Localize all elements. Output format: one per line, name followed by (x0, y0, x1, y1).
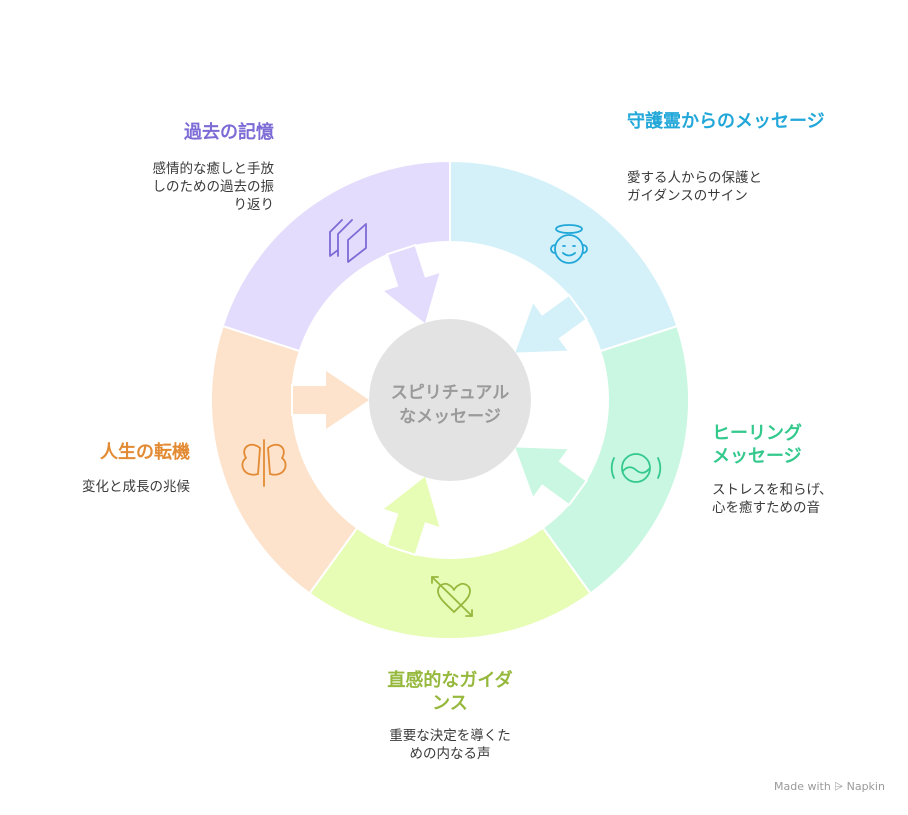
past-memories-title: 過去の記憶 (184, 122, 274, 143)
butterfly-icon (241, 439, 287, 487)
healing-messages-title-line2: メッセージ (712, 446, 802, 467)
intuitive-guidance-desc-line2: めの内なる声 (409, 746, 491, 762)
heart-arrow-icon (431, 576, 473, 617)
healing-messages-desc-line1: ストレスを和らげ、 (712, 482, 833, 498)
intuitive-guidance-title-line2: ンス (432, 693, 468, 714)
intuitive-guidance-desc-line1: 重要な決定を導くた (389, 728, 511, 744)
segment-guardian-messages (449, 159, 679, 353)
center-label-line2: なメッセージ (399, 407, 501, 427)
healing-messages-desc-line2: 心を癒すための音 (712, 500, 820, 516)
segment-healing-messages (541, 324, 691, 595)
guardian-messages-desc-line1: 愛する人からの保護と (627, 170, 762, 186)
napkin-watermark: Made with ⩥ Napkin (774, 780, 885, 793)
arrow-intuitive-guidance (379, 473, 443, 557)
healing-messages-title-line1: ヒーリング (712, 423, 802, 444)
guardian-messages-desc-line2: ガイダンスのサイン (627, 188, 748, 204)
sound-wave-circle-icon (610, 453, 662, 483)
past-memories-desc-line3: り返り (233, 197, 275, 213)
arrow-life-turning-point (291, 367, 373, 433)
life-turning-point-desc-line1: 変化と成長の兆候 (82, 479, 190, 495)
arrow-healing-messages (512, 445, 589, 507)
memory-pages-icon (329, 219, 367, 263)
past-memories-desc-line2: しのための過去の振 (152, 179, 275, 195)
arrow-guardian-messages (512, 293, 589, 355)
intuitive-guidance-title-line1: 直感的なガイダ (387, 670, 513, 691)
life-turning-point-title: 人生の転機 (100, 442, 190, 463)
guardian-messages-title: 守護霊からのメッセージ (627, 111, 825, 132)
angel-face-icon (550, 224, 588, 264)
past-memories-desc-line1: 感情的な癒しと手放 (152, 161, 275, 177)
center-circle (369, 319, 531, 481)
arrow-past-memories (379, 243, 443, 327)
center-label-line1: スピリチュアル (391, 383, 510, 403)
segment-intuitive-guidance (308, 526, 592, 641)
